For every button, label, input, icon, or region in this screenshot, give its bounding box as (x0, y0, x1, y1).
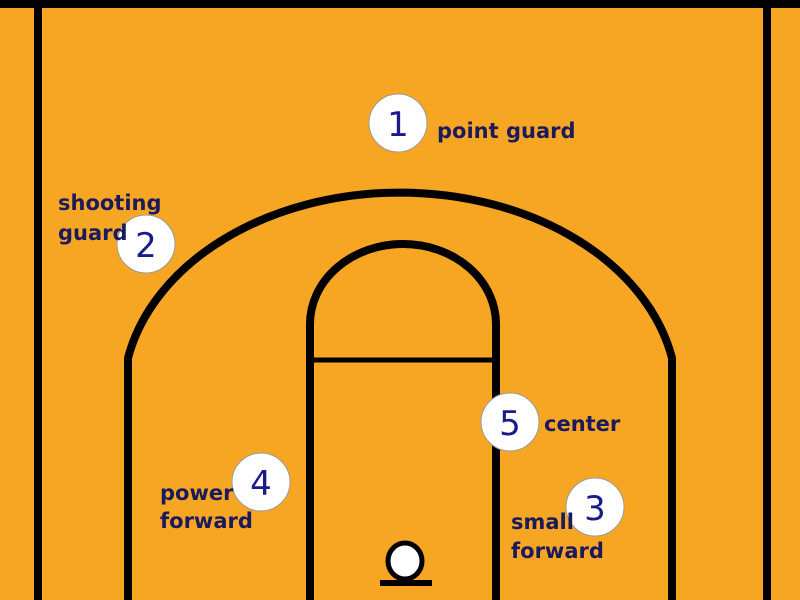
player-label: power (160, 481, 234, 505)
player-circle (116, 214, 176, 274)
player-number: 4 (250, 464, 272, 504)
player-1-marker[interactable]: 1 (368, 93, 428, 153)
three-point-line (124, 188, 676, 600)
player-circle (565, 477, 625, 537)
player-label: point guard (437, 119, 576, 143)
player-label: small (511, 510, 574, 534)
player-label: shooting (58, 191, 162, 215)
player-2-marker[interactable]: 2 (116, 214, 176, 274)
player-number: 1 (387, 105, 409, 145)
player-number: 3 (584, 489, 606, 529)
player-circle (368, 93, 428, 153)
free-throw-lane (306, 240, 500, 600)
player-3-marker[interactable]: 3 (565, 477, 625, 537)
player-label: forward (160, 509, 253, 533)
basket-rim (385, 540, 425, 582)
player-circle (480, 392, 540, 452)
player-number: 2 (135, 226, 157, 266)
player-circle (231, 452, 291, 512)
player-label: guard (58, 221, 128, 245)
player-5-marker[interactable]: 5 (480, 392, 540, 452)
player-label: forward (511, 539, 604, 563)
player-4-marker[interactable]: 4 (231, 452, 291, 512)
player-number: 5 (499, 404, 521, 444)
player-label: center (544, 412, 621, 436)
